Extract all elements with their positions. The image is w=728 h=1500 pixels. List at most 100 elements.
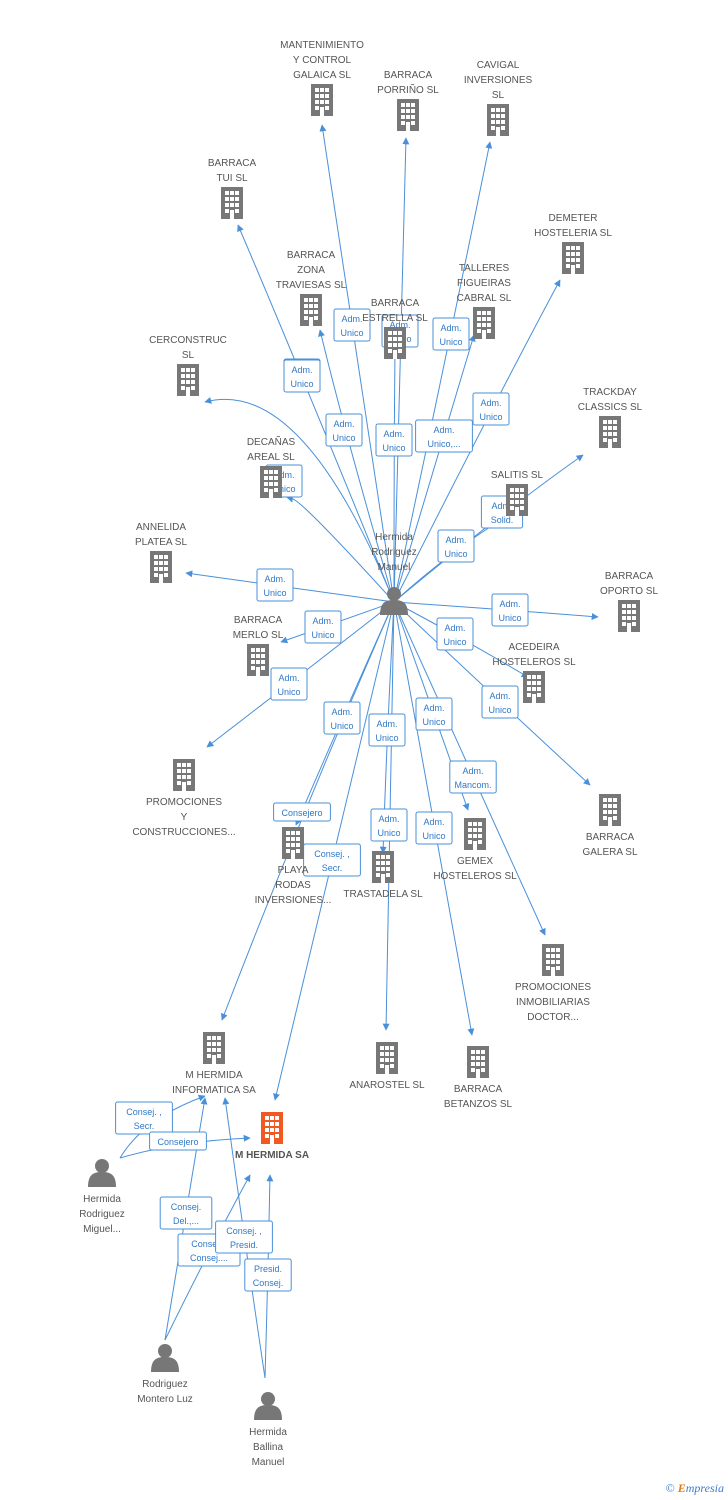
relation-text: Adm. [489, 691, 510, 701]
relation-label-talleres[interactable]: Adm.Unico,... [415, 419, 473, 453]
relation-label-merlo[interactable]: Adm.Unico [304, 610, 342, 644]
node-label: SL [492, 90, 505, 101]
person-icon [151, 1344, 179, 1372]
building-icon [506, 484, 528, 516]
playa-rodas-node[interactable]: PLAYARODASINVERSIONES... [255, 827, 332, 906]
node-label: Manuel [252, 1457, 285, 1468]
relation-text: Unico [263, 588, 286, 598]
node-label: SALITIS SL [491, 470, 544, 481]
relation-text: Adm. [491, 501, 512, 511]
node-label: SL [182, 350, 195, 361]
relation-text: Adm. [445, 535, 466, 545]
relation-box [270, 667, 308, 701]
node-label: Hermida [249, 1427, 287, 1438]
promociones-inmobiliarias-node[interactable]: PROMOCIONESINMOBILIARIASDOCTOR... [515, 944, 591, 1023]
relation-label-mhsa[interactable]: Presid.Consej. [244, 1258, 292, 1292]
anarostel-node[interactable]: ANAROSTEL SL [349, 1042, 425, 1091]
building-icon [247, 644, 269, 676]
relation-text: Unico [498, 613, 521, 623]
relation-label-mhi[interactable]: Consej. ,Presid. [215, 1220, 273, 1254]
relation-label-mhi[interactable]: Consejero [273, 802, 331, 822]
node-label: FIGUEIRAS [457, 278, 511, 289]
relation-label-mhsa[interactable]: Consej. ,Secr. [303, 843, 361, 877]
relation-label-galera[interactable]: Adm.Unico [481, 685, 519, 719]
relation-text: Unico [479, 412, 502, 422]
relation-label-cerconstruc[interactable]: Adm.Unico [283, 359, 321, 393]
relation-label-demeter[interactable]: Adm.Unico [472, 392, 510, 426]
relation-box [304, 610, 342, 644]
relation-label-annelida[interactable]: Adm.Unico [256, 568, 294, 602]
promociones-construcciones-node[interactable]: PROMOCIONESYCONSTRUCCIONES... [132, 759, 236, 838]
relation-label-mhi[interactable]: Consej.Del.,... [159, 1196, 213, 1230]
building-icon [542, 944, 564, 976]
relation-text: Unico [382, 443, 405, 453]
relation-label-mhsa[interactable]: Consejero [149, 1131, 207, 1151]
relation-label-mantenimiento[interactable]: Adm.Unico [333, 308, 371, 342]
relation-text: Secr. [134, 1121, 155, 1131]
building-icon [467, 1046, 489, 1078]
relation-label-oporto[interactable]: Adm.Unico [491, 593, 529, 627]
node-label: OPORTO SL [600, 586, 658, 597]
relation-label-cavigal[interactable]: Adm.Unico [432, 317, 470, 351]
relation-label-trastadela[interactable]: Adm.Unico [368, 713, 406, 747]
relation-label-gemex[interactable]: Adm.Unico [415, 697, 453, 731]
node-label: PORRIÑO SL [377, 83, 439, 96]
node-label: CLASSICS SL [578, 402, 643, 413]
edge-hermida_rm-to-estrella [391, 351, 399, 603]
building-icon [473, 307, 495, 339]
relation-label-zona[interactable]: Adm.Unico [325, 413, 363, 447]
building-icon [221, 187, 243, 219]
relation-text: Unico [377, 828, 400, 838]
relation-label-estrella[interactable]: Adm.Unico [375, 423, 413, 457]
hermida-rodriguez-miguel-node[interactable]: HermidaRodriguezMiguel... [79, 1159, 125, 1235]
relation-box [283, 359, 321, 393]
relation-text: Consej. , [126, 1107, 162, 1117]
relation-label-promociones_c[interactable]: Adm.Unico [270, 667, 308, 701]
node-label: BARRACA [371, 298, 420, 309]
relation-box [149, 1131, 207, 1151]
relation-text: Adm. [278, 673, 299, 683]
trastadela-node[interactable]: TRASTADELA SL [343, 851, 423, 900]
empresia-brand[interactable]: ©Empresia [666, 1481, 724, 1496]
relation-label-playa[interactable]: Adm.Unico [323, 701, 361, 735]
relation-label-betanzos[interactable]: Adm.Unico [415, 811, 453, 845]
node-label: AREAL SL [247, 452, 295, 463]
relation-label-salitis[interactable]: Adm.Unico [437, 529, 475, 563]
relation-text: Unico [375, 733, 398, 743]
relation-text: Unico [439, 337, 462, 347]
copyright-symbol: © [665, 1481, 675, 1495]
relation-label-promociones_i[interactable]: Adm.Mancom. [449, 760, 497, 794]
node-label: GALAICA SL [293, 70, 351, 81]
relation-box [437, 529, 475, 563]
relation-label-mhi[interactable]: Consej. , Secr. [115, 1101, 173, 1135]
relation-label-acedeira[interactable]: Adm.Unico [436, 617, 474, 651]
relation-label-anarostel[interactable]: Adm.Unico [370, 808, 408, 842]
node-label: MANTENIMIENTO [280, 40, 364, 51]
m-hermida-sa-node[interactable]: M HERMIDA SA [235, 1112, 309, 1161]
building-icon [311, 84, 333, 116]
node-label: ANAROSTEL SL [349, 1080, 425, 1091]
salitis-node[interactable]: SALITIS SL [491, 470, 544, 516]
